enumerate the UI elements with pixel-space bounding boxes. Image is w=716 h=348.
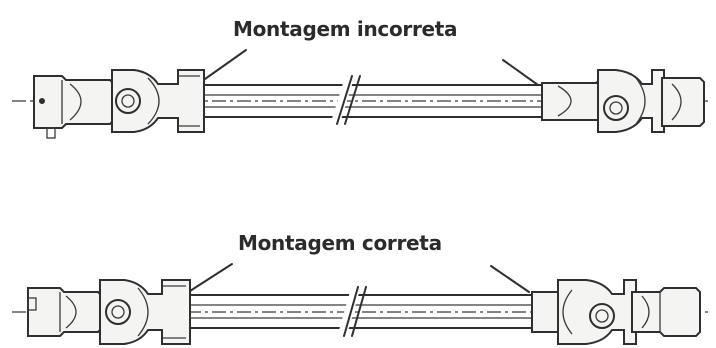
correct-assembly-caption: Montagem correta [238,231,442,255]
shaft-break-mark [337,282,367,341]
correct-assembly: Montagem correta [12,231,710,345]
shaft-break-mark [330,71,361,129]
right-end-fitting [661,77,705,127]
left-cross-bearing [115,88,141,114]
right-universal-joint-yoke [597,69,665,133]
right-universal-joint-yoke [557,279,637,345]
shaft-tube [203,84,543,118]
right-cross-bearing [603,95,629,121]
leader-line-left [204,49,247,80]
incorrect-assembly: Montagem incorreta [12,17,710,139]
right-slip-sleeve [541,75,603,127]
leader-line-right [490,265,530,293]
right-end-fitting [631,287,701,337]
shaft-tube [189,294,533,329]
right-cross-bearing [589,303,615,329]
incorrect-assembly-caption: Montagem incorreta [233,17,457,41]
leader-line-left [189,263,233,292]
leader-line-right [502,59,539,86]
left-end-fitting [27,287,105,337]
left-end-fitting [33,75,117,139]
left-universal-joint-yoke [99,279,191,345]
left-cross-bearing [105,299,131,325]
right-slip-sleeve [531,291,561,333]
left-universal-joint-yoke [111,69,205,133]
